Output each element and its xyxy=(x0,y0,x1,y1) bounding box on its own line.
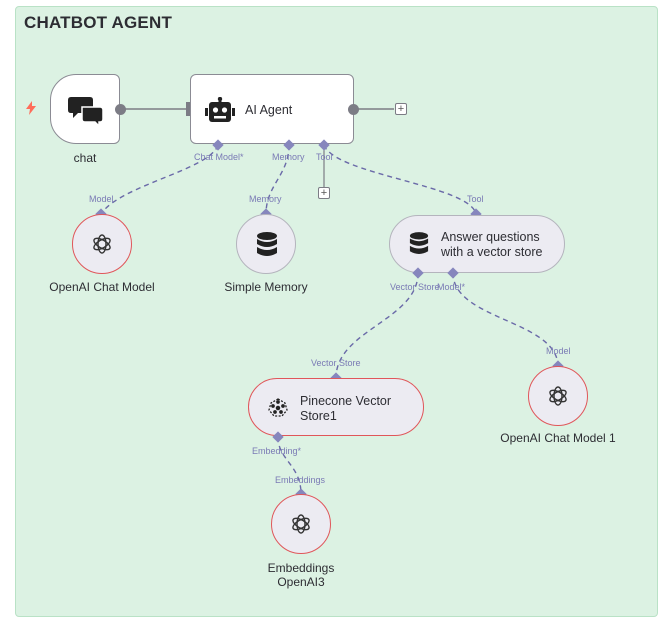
pinecone-label-line2: Store1 xyxy=(300,409,337,423)
chat-node[interactable] xyxy=(50,74,120,144)
openai-chat-model-node[interactable] xyxy=(72,214,132,274)
openai-chat-model-1-node[interactable] xyxy=(528,366,588,426)
database-icon xyxy=(409,232,429,261)
openai-icon xyxy=(547,385,569,412)
embeddings-input-label: Embeddings xyxy=(275,475,326,485)
openai-chat-model-label: OpenAI Chat Model xyxy=(49,280,155,294)
edge-chatmodel xyxy=(100,144,219,215)
chat-bubbles-icon xyxy=(68,94,104,131)
agent-add-node-button[interactable]: + xyxy=(395,103,407,115)
port-embedding-label: Embedding* xyxy=(252,446,302,456)
sticky-title: CHATBOT AGENT xyxy=(24,13,173,32)
embeddings-openai-node[interactable] xyxy=(271,494,331,554)
tool-input-label: Tool xyxy=(467,194,484,204)
ai-agent-label: AI Agent xyxy=(245,103,293,117)
pinecone-icon xyxy=(268,398,288,423)
database-icon xyxy=(256,232,278,263)
port-memory-label: Memory xyxy=(272,152,305,162)
embeddings-label-line1: Embeddings xyxy=(267,561,335,575)
openai-icon xyxy=(91,233,113,260)
openai-chat-model-1-label: OpenAI Chat Model 1 xyxy=(500,431,616,445)
chat-output-handle[interactable] xyxy=(115,104,126,115)
answer-questions-label-line1: Answer questions xyxy=(441,230,540,244)
edge-model1 xyxy=(452,272,559,367)
pinecone-input-label: Vector Store xyxy=(311,358,361,368)
model1-input-label: Model xyxy=(546,346,571,356)
port-tool-label: Tool xyxy=(316,152,333,162)
port-vector-store-label: Vector Store xyxy=(390,282,440,292)
lightning-icon xyxy=(26,101,36,120)
simple-memory-node[interactable] xyxy=(236,214,296,274)
memory-input-label: Memory xyxy=(249,194,282,204)
answer-questions-tool-node[interactable]: Answer questions with a vector store xyxy=(389,215,565,273)
ai-agent-node[interactable]: AI Agent xyxy=(190,74,354,144)
model-input-label: Model xyxy=(89,194,114,204)
port-chat-model-label: Chat Model* xyxy=(194,152,244,162)
edge-memory xyxy=(265,144,290,215)
edge-embedding xyxy=(277,436,302,495)
openai-icon xyxy=(290,513,312,540)
port-model-label: Model* xyxy=(437,282,466,292)
pinecone-vector-store-node[interactable]: Pinecone Vector Store1 xyxy=(248,378,424,436)
chat-label: chat xyxy=(73,151,97,165)
agent-input-handle xyxy=(186,102,191,116)
pinecone-label-line1: Pinecone Vector xyxy=(300,394,392,408)
embeddings-label-line2: OpenAI3 xyxy=(277,575,325,589)
tool-add-node-button[interactable]: + xyxy=(318,187,330,199)
simple-memory-label: Simple Memory xyxy=(224,280,308,294)
edge-tool xyxy=(323,144,477,215)
answer-questions-label-line2: with a vector store xyxy=(441,245,543,259)
agent-output-handle[interactable] xyxy=(348,104,359,115)
robot-icon xyxy=(205,96,235,128)
